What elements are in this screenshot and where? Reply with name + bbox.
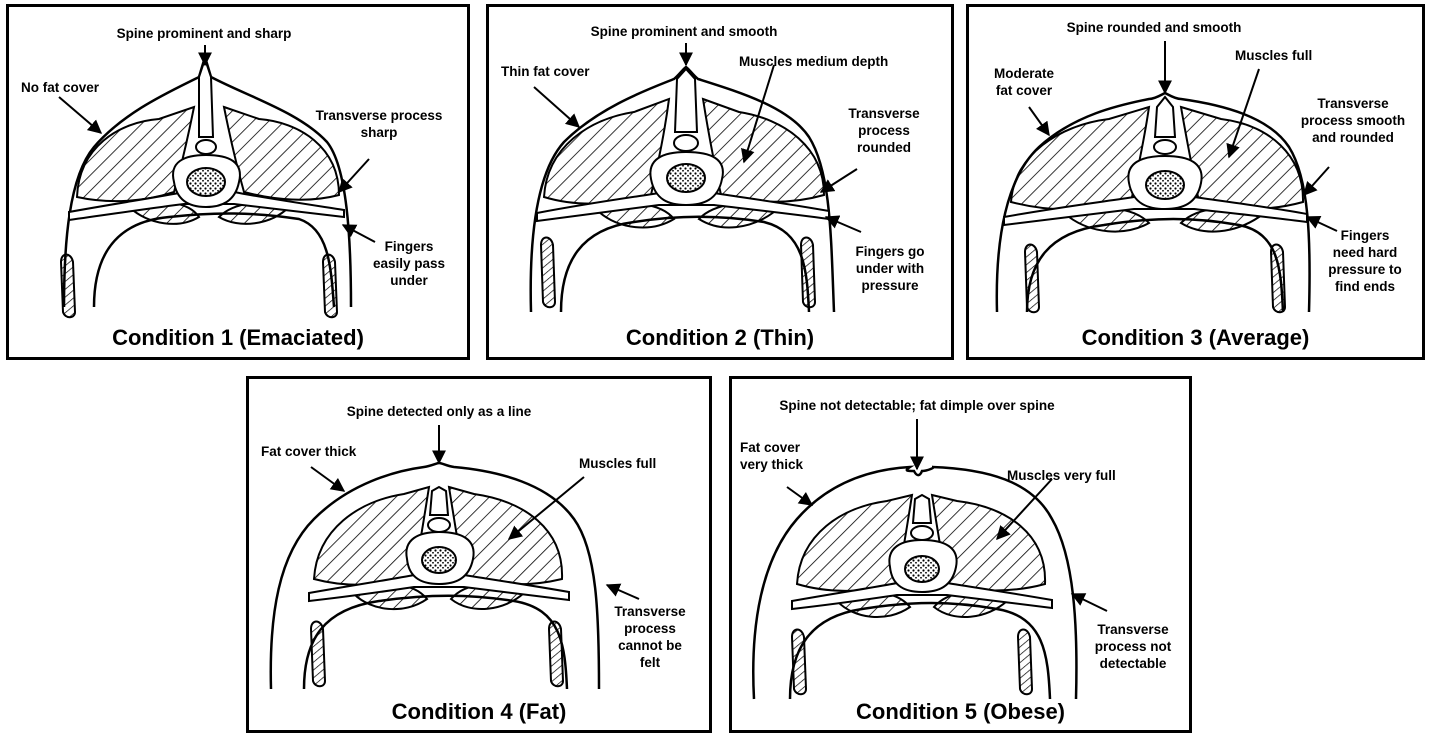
label-muscles: Muscles full: [1235, 47, 1312, 64]
muscle-left: [544, 99, 669, 204]
label-fat-cover: Fat cover thick: [261, 443, 356, 460]
diagram-condition-5: [732, 379, 1189, 730]
spinal-cord: [422, 547, 456, 573]
label-spine: Spine detected only as a line: [299, 403, 579, 420]
spinous-process: [199, 59, 213, 137]
arrow-fat: [534, 87, 579, 127]
panel-title: Condition 1 (Emaciated): [9, 325, 467, 351]
rib-left: [541, 238, 555, 308]
spinal-canal: [911, 526, 933, 540]
arrow-fat: [787, 487, 812, 505]
label-fat-cover: Thin fat cover: [501, 63, 590, 80]
label-spine: Spine rounded and smooth: [1009, 19, 1299, 36]
spinal-canal: [1154, 140, 1176, 154]
rib-left: [1025, 245, 1039, 313]
rib-right: [549, 622, 563, 687]
rib-left: [61, 255, 75, 318]
cavity-outline: [304, 596, 567, 689]
rib-right: [1018, 630, 1032, 695]
arrow-transverse: [1072, 594, 1107, 611]
spinal-canal: [196, 140, 216, 154]
label-transverse: Transverse process rounded: [829, 105, 939, 156]
label-transverse: Transverse process sharp: [294, 107, 464, 141]
arrow-fat: [1029, 107, 1049, 135]
spinous-process: [913, 495, 931, 523]
label-muscles: Muscles very full: [1007, 467, 1116, 484]
spinous-process: [675, 69, 697, 132]
muscle-right: [1181, 107, 1303, 209]
panel-condition-2: Spine prominent and smooth Thin fat cove…: [486, 4, 954, 360]
arrow-transverse: [1304, 167, 1329, 195]
label-transverse: Transverse process smooth and rounded: [1287, 95, 1419, 146]
rib-right: [323, 255, 337, 318]
arrow-fat: [59, 97, 101, 133]
spinal-cord: [905, 556, 939, 582]
panel-condition-4: Spine detected only as a line Fat cover …: [246, 376, 712, 733]
spinal-canal: [674, 135, 698, 151]
spinal-canal: [428, 518, 450, 532]
rib-right: [1271, 245, 1285, 313]
label-spine: Spine prominent and smooth: [549, 23, 819, 40]
label-fingers: Fingers go under with pressure: [835, 243, 945, 294]
panel-title: Condition 3 (Average): [969, 325, 1422, 351]
arrow-transverse: [821, 169, 857, 192]
label-fingers: Fingers easily pass under: [359, 238, 459, 289]
panel-condition-5: Spine not detectable; fat dimple over sp…: [729, 376, 1192, 733]
rib-right: [801, 238, 815, 308]
spinal-cord: [187, 168, 225, 196]
muscle-right: [703, 99, 824, 202]
diagram-condition-3: [969, 7, 1422, 357]
panel-title: Condition 2 (Thin): [489, 325, 951, 351]
arrow-transverse: [339, 159, 369, 192]
diagram-condition-4: [249, 379, 709, 730]
cavity-outline: [1027, 219, 1283, 312]
muscle-left: [1011, 107, 1149, 210]
rib-left: [792, 630, 806, 695]
spinal-cord: [1146, 171, 1184, 199]
panel-title: Condition 5 (Obese): [732, 699, 1189, 725]
label-transverse: Transverse process not detectable: [1078, 621, 1188, 672]
cavity-outline: [561, 217, 809, 312]
arrow-transverse: [607, 585, 639, 599]
panel-condition-1: Spine prominent and sharp No fat cover T…: [6, 4, 470, 360]
spinous-process: [430, 487, 448, 515]
arrow-fat: [311, 467, 344, 491]
label-fat-cover: No fat cover: [21, 79, 99, 96]
label-fat-cover: Moderate fat cover: [979, 65, 1069, 99]
label-transverse: Transverse process cannot be felt: [595, 603, 705, 671]
cavity-outline: [94, 213, 334, 307]
spinous-process: [1155, 97, 1175, 137]
panel-title: Condition 4 (Fat): [249, 699, 709, 725]
diagram-condition-1: [9, 7, 467, 357]
spinal-cord: [667, 164, 705, 192]
cavity-outline: [790, 603, 1050, 699]
label-spine: Spine not detectable; fat dimple over sp…: [737, 397, 1097, 414]
label-fat-cover: Fat cover very thick: [740, 439, 803, 473]
label-muscles: Muscles medium depth: [739, 53, 888, 70]
label-muscles: Muscles full: [579, 455, 656, 472]
label-spine: Spine prominent and sharp: [69, 25, 339, 42]
label-fingers: Fingers need hard pressure to find ends: [1309, 227, 1421, 295]
rib-left: [311, 622, 325, 687]
panel-condition-3: Spine rounded and smooth Moderate fat co…: [966, 4, 1425, 360]
